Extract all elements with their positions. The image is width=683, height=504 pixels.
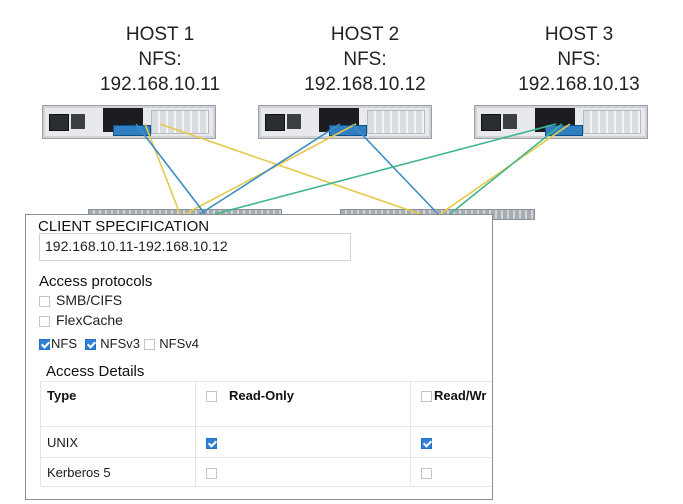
read-write-cell (410, 426, 492, 458)
unix-read-write-checkbox[interactable] (421, 437, 432, 449)
power-supply-icon (71, 114, 85, 129)
read-only-header-checkbox[interactable] (206, 391, 217, 403)
type-cell: Kerberos 5 (40, 457, 196, 487)
access-protocols-title: Access protocols (39, 273, 153, 290)
nfs-label: NFS (51, 336, 77, 351)
server-vents (367, 110, 425, 134)
cable-blue (351, 123, 439, 215)
read-write-cell (410, 457, 492, 487)
host-3-title: HOST 3 (544, 24, 614, 45)
cable-yellow (159, 123, 421, 215)
client-spec-panel: CLIENT SPECIFICATION 192.168.10.11-192.1… (25, 214, 493, 500)
column-header-read-only: Read-Only (195, 381, 411, 427)
host-3-server (474, 105, 648, 139)
flexcache-label: FlexCache (56, 312, 123, 328)
table-row: UNIX (40, 426, 492, 458)
protocol-nfsv3[interactable]: NFSv3 (84, 336, 140, 351)
protocol-smb-cifs[interactable]: SMB/CIFS (39, 292, 122, 308)
host-2-ip: 192.168.10.12 (304, 74, 426, 95)
access-details-table: Type Read-Only Read/Wr UNIX Kerberos 5 (40, 381, 492, 487)
access-details-title: Access Details (46, 363, 145, 380)
power-supply-icon (287, 114, 301, 129)
read-only-header-label: Read-Only (229, 388, 295, 403)
kerberos-read-write-checkbox[interactable] (421, 467, 432, 479)
host-3-label: HOST 3 NFS: 192.168.10.13 (479, 22, 679, 97)
read-only-cell (195, 426, 411, 458)
read-write-header-checkbox[interactable] (421, 391, 432, 403)
nfsv3-checkbox[interactable] (84, 339, 96, 351)
column-header-read-write: Read/Wr (410, 381, 492, 427)
host-1-server (42, 105, 216, 139)
host-2-nfs-label: NFS: (343, 49, 387, 70)
cable-green (449, 123, 563, 215)
unix-read-only-checkbox[interactable] (206, 437, 217, 449)
flexcache-checkbox[interactable] (39, 315, 50, 327)
host-1-ip: 192.168.10.11 (99, 74, 221, 95)
host-2-title: HOST 2 (330, 24, 400, 45)
protocol-flexcache[interactable]: FlexCache (39, 312, 123, 328)
protocol-nfsv4[interactable]: NFSv4 (143, 336, 199, 351)
network-ports (545, 125, 583, 136)
nfs-protocols-row: NFS NFSv3 NFSv4 (39, 336, 199, 351)
client-spec-input[interactable]: 192.168.10.11-192.168.10.12 (39, 233, 351, 261)
host-3-nfs-label: NFS: (557, 49, 601, 70)
host-2-label: HOST 2 NFS: 192.168.10.12 (265, 22, 465, 97)
nfs-checkbox[interactable] (39, 339, 50, 351)
type-cell: UNIX (40, 426, 196, 458)
network-ports (113, 125, 151, 136)
cable-blue (199, 123, 341, 215)
read-write-header-label: Read/Wr (434, 388, 487, 403)
power-supply-icon (265, 114, 285, 131)
server-vents (583, 110, 641, 134)
power-supply-icon (481, 114, 501, 131)
server-vents (151, 110, 209, 134)
host-3-ip: 192.168.10.13 (518, 74, 640, 95)
table-row: Kerberos 5 (40, 457, 492, 487)
column-header-type: Type (40, 381, 196, 427)
nfsv3-label: NFSv3 (100, 336, 140, 351)
host-1-nfs-label: NFS: (138, 49, 182, 70)
cable-yellow (144, 123, 181, 215)
power-supply-icon (503, 114, 517, 129)
read-only-cell (195, 457, 411, 487)
protocol-nfs[interactable]: NFS (39, 336, 77, 351)
nfsv4-label: NFSv4 (159, 336, 199, 351)
client-spec-title: CLIENT SPECIFICATION (38, 218, 210, 235)
cable-green (214, 123, 557, 215)
kerberos-read-only-checkbox[interactable] (206, 467, 217, 479)
power-supply-icon (49, 114, 69, 131)
nfsv4-checkbox[interactable] (143, 339, 155, 351)
table-header-row: Type Read-Only Read/Wr (40, 381, 492, 427)
type-header-label: Type (47, 388, 77, 403)
smb-cifs-label: SMB/CIFS (56, 292, 123, 308)
host-1-title: HOST 1 (125, 24, 195, 45)
smb-cifs-checkbox[interactable] (39, 295, 50, 307)
host-1-label: HOST 1 NFS: 192.168.10.11 (60, 22, 260, 97)
cable-blue (135, 123, 206, 215)
host-2-server (258, 105, 432, 139)
